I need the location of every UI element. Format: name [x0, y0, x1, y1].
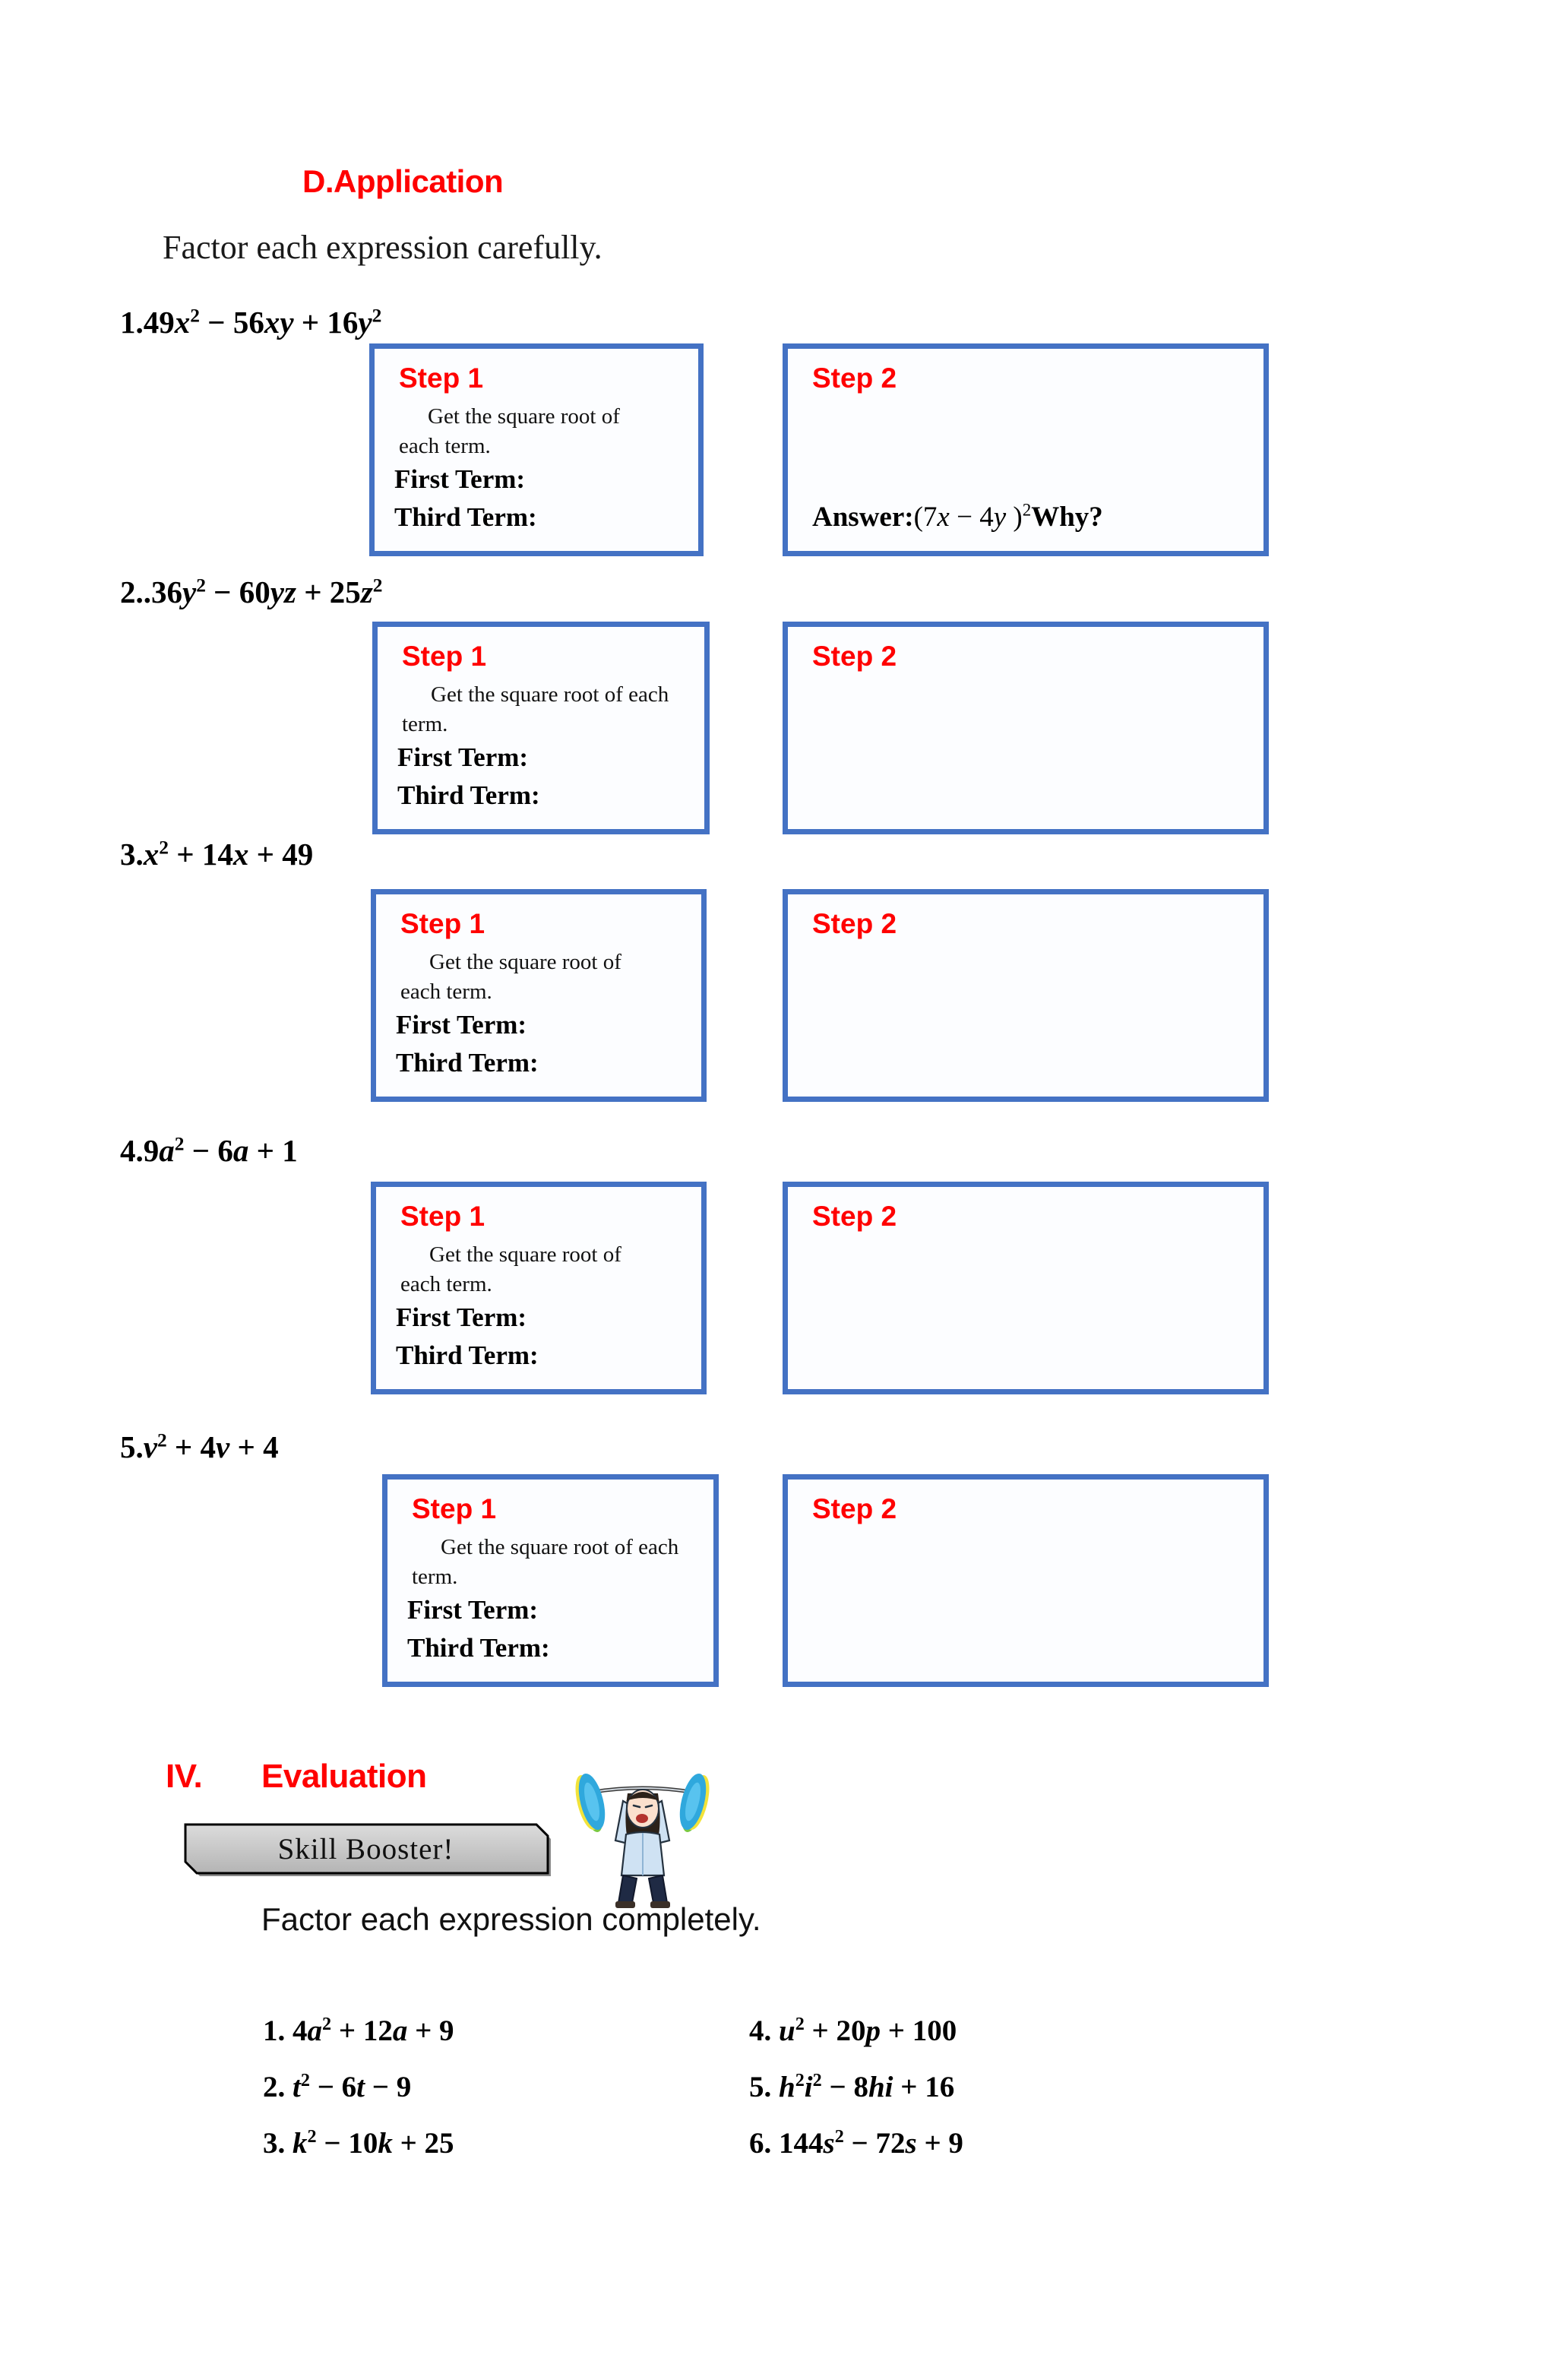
third-term-label-3: Third Term: — [396, 1048, 539, 1078]
skill-booster-label: Skill Booster! — [277, 1832, 454, 1866]
problem-body-1: 49x2 − 56xy + 16y2 — [143, 305, 382, 340]
exercise-number-4: 4. — [749, 2014, 772, 2047]
step2-title-4: Step 2 — [812, 1201, 897, 1232]
first-term-label-4: First Term: — [396, 1302, 527, 1332]
exercise-number-2: 2. — [263, 2071, 286, 2103]
step1-instruction-3: Get the square root of each term. — [400, 950, 621, 1004]
exercise-body-3: k2 − 10k + 25 — [293, 2126, 454, 2160]
problem-body-4: 9a2 − 6a + 1 — [143, 1133, 298, 1168]
step1-title-3: Step 1 — [400, 908, 485, 939]
problem-expression-1: 1.49x2 − 56xy + 16y2 — [120, 304, 381, 340]
problem-expression-5: 5.v2 + 4v + 4 — [120, 1429, 279, 1465]
step1-title-5: Step 1 — [412, 1493, 497, 1524]
problem-number-2: 2.. — [120, 574, 151, 609]
answer-expression-1: (7x − 4y )2 — [913, 500, 1032, 533]
third-term-label-5: Third Term: — [407, 1633, 550, 1663]
application-instruction: Factor each expression carefully. — [163, 229, 602, 266]
step2-box-3: Step 2 — [783, 889, 1269, 1102]
step2-box-5: Step 2 — [783, 1474, 1269, 1687]
problem-number-4: 4. — [120, 1133, 144, 1168]
evaluation-instruction: Factor each expression completely. — [261, 1901, 761, 1937]
step1-title-2: Step 1 — [402, 641, 487, 672]
first-term-label-5: First Term: — [407, 1595, 539, 1625]
problem-number-3: 3. — [120, 837, 144, 872]
step1-box-3: Step 1 Get the square root of each term.… — [371, 889, 707, 1102]
answer-line-1: Answer:(7x − 4y )2Why? — [812, 501, 1103, 533]
skill-booster-banner: Skill Booster! — [181, 1819, 551, 1878]
banner-shape — [184, 1823, 551, 1876]
exercise-item-2: 2. t2 − 6t − 9 — [263, 2070, 411, 2104]
step2-title-2: Step 2 — [812, 641, 897, 672]
evaluation-numeral: IV. — [166, 1758, 203, 1795]
exercise-number-6: 6. — [749, 2127, 772, 2160]
third-term-label-1: Third Term: — [394, 502, 537, 532]
first-term-label-1: First Term: — [394, 464, 526, 494]
exercise-body-1: 4a2 + 12a + 9 — [293, 2014, 454, 2047]
problem-expression-4: 4.9a2 − 6a + 1 — [120, 1132, 298, 1169]
exercise-item-5: 5. h2i2 − 8hi + 16 — [749, 2070, 954, 2104]
problem-body-3: x2 + 14x + 49 — [143, 837, 314, 872]
step2-title-3: Step 2 — [812, 908, 897, 939]
evaluation-label: Evaluation — [261, 1758, 427, 1795]
exercise-item-6: 6. 144s2 − 72s + 9 — [749, 2126, 963, 2160]
third-term-label-4: Third Term: — [396, 1340, 539, 1370]
exercise-item-1: 1. 4a2 + 12a + 9 — [263, 2014, 454, 2048]
step1-box-1: Step 1 Get the square root of each term.… — [369, 343, 704, 556]
step1-box-4: Step 1 Get the square root of each term.… — [371, 1182, 707, 1394]
step2-box-1: Step 2 Answer:(7x − 4y )2Why? — [783, 343, 1269, 556]
step1-box-2: Step 1 Get the square root of each term.… — [372, 622, 710, 834]
exercise-number-1: 1. — [263, 2014, 286, 2047]
exercise-body-5: h2i2 − 8hi + 16 — [779, 2070, 955, 2103]
weightlifter-clipart — [568, 1764, 716, 1916]
step1-instruction-4: Get the square root of each term. — [400, 1242, 621, 1296]
step2-title-5: Step 2 — [812, 1493, 897, 1524]
answer-label-1: Answer: — [812, 502, 914, 533]
exercise-item-3: 3. k2 − 10k + 25 — [263, 2126, 454, 2160]
step2-title-1: Step 2 — [812, 362, 897, 394]
step1-instruction-1: Get the square root of each term. — [399, 404, 620, 458]
step2-box-4: Step 2 — [783, 1182, 1269, 1394]
first-term-label-3: First Term: — [396, 1010, 527, 1040]
answer-why-1: Why? — [1031, 502, 1103, 533]
first-term-label-2: First Term: — [397, 742, 529, 772]
problem-body-2: 36y2 − 60yz + 25z2 — [151, 574, 383, 609]
step2-box-2: Step 2 — [783, 622, 1269, 834]
exercise-number-3: 3. — [263, 2127, 286, 2160]
application-heading: D.Application — [302, 163, 504, 199]
third-term-label-2: Third Term: — [397, 780, 540, 810]
exercise-item-4: 4. u2 + 20p + 100 — [749, 2014, 957, 2048]
problem-expression-2: 2..36y2 − 60yz + 25z2 — [120, 574, 382, 610]
step1-title-4: Step 1 — [400, 1201, 485, 1232]
problem-number-5: 5. — [120, 1429, 144, 1464]
exercise-body-4: u2 + 20p + 100 — [779, 2014, 957, 2047]
exercise-body-6: 144s2 − 72s + 9 — [779, 2126, 963, 2160]
step1-instruction-2: Get the square root of each term. — [402, 682, 669, 736]
problem-number-1: 1. — [120, 305, 144, 340]
step1-box-5: Step 1 Get the square root of each term.… — [382, 1474, 719, 1687]
exercise-number-5: 5. — [749, 2071, 772, 2103]
weightlifter-illustration — [575, 1773, 710, 1908]
problem-body-5: v2 + 4v + 4 — [143, 1429, 279, 1464]
problem-expression-3: 3.x2 + 14x + 49 — [120, 836, 313, 872]
step1-instruction-5: Get the square root of each term. — [412, 1535, 679, 1589]
exercise-body-2: t2 − 6t − 9 — [293, 2070, 412, 2103]
step1-title-1: Step 1 — [399, 362, 484, 394]
